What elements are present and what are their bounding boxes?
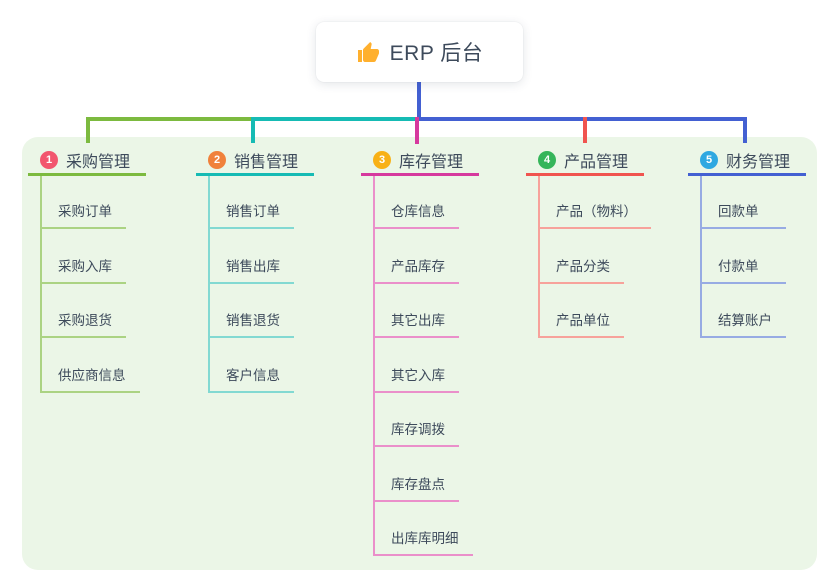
branch-finance-children: 回款单 付款单 结算账户 xyxy=(700,176,806,338)
node-item[interactable]: 产品（物料） xyxy=(540,176,651,229)
thumbs-up-icon xyxy=(357,42,379,62)
connector-drop-inventory xyxy=(415,117,419,144)
branch-purchase-header[interactable]: 1 采购管理 xyxy=(28,146,146,176)
branch-finance: 5 财务管理 回款单 付款单 结算账户 xyxy=(688,146,806,338)
node-item[interactable]: 销售退货 xyxy=(210,284,294,338)
node-item[interactable]: 采购入库 xyxy=(42,229,126,284)
connector-bus-green xyxy=(86,117,253,121)
node-item[interactable]: 库存盘点 xyxy=(375,447,459,502)
branch-product-header[interactable]: 4 产品管理 xyxy=(526,146,644,176)
branch-label: 采购管理 xyxy=(66,153,131,171)
branch-sales-header[interactable]: 2 销售管理 xyxy=(196,146,314,176)
branch-product: 4 产品管理 产品（物料） 产品分类 产品单位 xyxy=(526,146,651,338)
branch-label: 销售管理 xyxy=(234,153,299,171)
connector-drop-finance xyxy=(743,117,747,143)
branch-number-badge: 4 xyxy=(538,150,556,169)
root-node[interactable]: ERP 后台 xyxy=(316,22,523,82)
node-item[interactable]: 产品单位 xyxy=(540,284,624,338)
branch-number-badge: 2 xyxy=(208,150,226,169)
branch-purchase-children: 采购订单 采购入库 采购退货 供应商信息 xyxy=(40,176,146,393)
node-item[interactable]: 销售订单 xyxy=(210,176,294,229)
branch-inventory: 3 库存管理 仓库信息 产品库存 其它出库 其它入库 库存调拨 库存盘点 出库库… xyxy=(361,146,479,556)
node-item[interactable]: 其它入库 xyxy=(375,338,459,393)
branch-product-children: 产品（物料） 产品分类 产品单位 xyxy=(538,176,651,338)
connector-drop-sales xyxy=(251,117,255,143)
node-item[interactable]: 客户信息 xyxy=(210,338,294,393)
branch-label: 财务管理 xyxy=(726,153,791,171)
branch-sales-children: 销售订单 销售出库 销售退货 客户信息 xyxy=(208,176,314,393)
node-item[interactable]: 供应商信息 xyxy=(42,338,140,393)
node-item[interactable]: 库存调拨 xyxy=(375,393,459,447)
node-item[interactable]: 采购订单 xyxy=(42,176,126,229)
node-item[interactable]: 其它出库 xyxy=(375,284,459,338)
branch-finance-header[interactable]: 5 财务管理 xyxy=(688,146,806,176)
node-item[interactable]: 出库库明细 xyxy=(375,502,473,556)
branch-number-badge: 5 xyxy=(700,150,718,169)
node-item[interactable]: 产品分类 xyxy=(540,229,624,284)
branches-panel xyxy=(22,137,817,570)
connector-bus-blue xyxy=(417,117,747,121)
connector-bus-teal xyxy=(251,117,419,121)
branch-label: 产品管理 xyxy=(564,153,629,171)
node-item[interactable]: 回款单 xyxy=(702,176,786,229)
root-title: ERP 后台 xyxy=(389,42,484,65)
node-item[interactable]: 付款单 xyxy=(702,229,786,284)
branch-number-badge: 1 xyxy=(40,150,58,169)
node-item[interactable]: 仓库信息 xyxy=(375,176,459,229)
branch-inventory-children: 仓库信息 产品库存 其它出库 其它入库 库存调拨 库存盘点 出库库明细 xyxy=(373,176,479,556)
branch-purchase: 1 采购管理 采购订单 采购入库 采购退货 供应商信息 xyxy=(28,146,146,393)
node-item[interactable]: 采购退货 xyxy=(42,284,126,338)
node-item[interactable]: 销售出库 xyxy=(210,229,294,284)
node-item[interactable]: 产品库存 xyxy=(375,229,459,284)
branch-sales: 2 销售管理 销售订单 销售出库 销售退货 客户信息 xyxy=(196,146,314,393)
branch-label: 库存管理 xyxy=(399,153,464,171)
branch-inventory-header[interactable]: 3 库存管理 xyxy=(361,146,479,176)
branch-number-badge: 3 xyxy=(373,150,391,169)
node-item[interactable]: 结算账户 xyxy=(702,284,786,338)
connector-drop-product xyxy=(583,117,587,143)
connector-root-stem xyxy=(417,82,421,118)
connector-drop-purchase xyxy=(86,117,90,143)
